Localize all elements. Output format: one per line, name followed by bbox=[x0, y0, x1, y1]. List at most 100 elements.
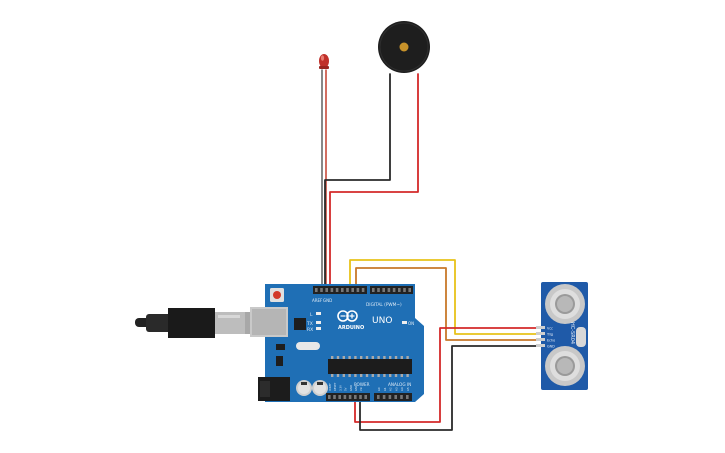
led-icon[interactable] bbox=[319, 54, 329, 69]
digital-pin[interactable] bbox=[320, 288, 323, 292]
wires bbox=[321, 69, 545, 431]
chip-leg bbox=[365, 374, 369, 377]
power-pin[interactable] bbox=[364, 395, 367, 399]
chip-leg bbox=[342, 374, 345, 377]
chip-leg bbox=[389, 356, 392, 359]
sensor-gnd-wire[interactable] bbox=[359, 345, 545, 431]
power-pin[interactable] bbox=[354, 395, 357, 399]
analog-pin[interactable] bbox=[388, 395, 392, 399]
sensor-trig-wire[interactable] bbox=[349, 259, 545, 335]
digital-pin[interactable] bbox=[325, 288, 328, 292]
power-pin[interactable] bbox=[348, 395, 352, 399]
rx-label: RX bbox=[307, 327, 313, 333]
microcontroller-chip bbox=[328, 359, 412, 374]
usb-cable-icon[interactable] bbox=[135, 308, 251, 338]
sensor-model-label: HC-SR04 bbox=[569, 322, 575, 344]
digital-header-right bbox=[370, 286, 413, 294]
sensor-echo-wire[interactable] bbox=[355, 267, 545, 341]
sensor-vcc-wire[interactable] bbox=[354, 327, 545, 423]
analog-pin[interactable] bbox=[382, 395, 386, 399]
digital-pin[interactable] bbox=[341, 288, 344, 292]
analog-pin-label: A4 bbox=[400, 387, 404, 391]
power-pin-label: GND bbox=[349, 385, 353, 391]
digital-pin[interactable] bbox=[408, 288, 411, 292]
chip-leg bbox=[336, 374, 340, 377]
digital-pin[interactable] bbox=[382, 288, 385, 292]
sensor-transmitter bbox=[545, 284, 585, 324]
l-label: L bbox=[310, 312, 313, 318]
power-pin[interactable] bbox=[338, 395, 341, 399]
analog-pin-label: A5 bbox=[406, 387, 410, 391]
chip-leg bbox=[400, 374, 403, 377]
chip-leg bbox=[365, 356, 369, 359]
chip-leg bbox=[389, 374, 392, 377]
chip-leg bbox=[348, 356, 351, 359]
analog-pin-label: A1 bbox=[383, 387, 387, 391]
chip-leg bbox=[394, 356, 398, 359]
on-label: ON bbox=[408, 321, 414, 326]
digital-pin[interactable] bbox=[315, 288, 318, 292]
sensor-header bbox=[536, 326, 545, 347]
analog-pin[interactable] bbox=[400, 395, 403, 399]
arduino-uno-board[interactable]: AREF GND DIGITAL (PWM~) L TX RX ARDUINO … bbox=[250, 284, 424, 402]
digital-pin[interactable] bbox=[351, 288, 354, 292]
power-pin[interactable] bbox=[333, 395, 336, 399]
sensor-pin-label: Vcc bbox=[547, 327, 553, 331]
chip-leg bbox=[348, 374, 351, 377]
analog-pin[interactable] bbox=[406, 395, 409, 399]
digital-pin[interactable] bbox=[398, 288, 401, 292]
digital-header-left bbox=[313, 286, 367, 294]
chip-leg bbox=[371, 356, 374, 359]
power-pin[interactable] bbox=[359, 395, 362, 399]
digital-pin[interactable] bbox=[377, 288, 380, 292]
analog-header bbox=[374, 393, 412, 401]
sensor-pin-label: GND bbox=[547, 345, 555, 349]
usb-chip bbox=[294, 318, 306, 330]
sensor-pin-label: Echo bbox=[547, 339, 555, 343]
digital-pin[interactable] bbox=[346, 288, 349, 292]
brand-label: ARDUINO bbox=[338, 325, 364, 331]
chip-leg bbox=[331, 374, 334, 377]
chip-leg bbox=[371, 374, 374, 377]
buzzer-icon[interactable] bbox=[378, 21, 430, 73]
digital-pin[interactable] bbox=[356, 288, 360, 292]
digital-pin[interactable] bbox=[372, 288, 375, 292]
power-pin-label: IOREF bbox=[328, 383, 332, 391]
buzzer-ground-wire[interactable] bbox=[324, 73, 391, 293]
digital-pin[interactable] bbox=[361, 288, 365, 292]
analog-pin-label: A3 bbox=[394, 387, 398, 391]
analog-pin[interactable] bbox=[377, 395, 380, 399]
digital-pins bbox=[315, 288, 411, 292]
digital-pin[interactable] bbox=[330, 288, 334, 292]
digital-pin[interactable] bbox=[335, 288, 339, 292]
chip-leg bbox=[360, 356, 363, 359]
chip-leg bbox=[377, 374, 380, 377]
chip-leg bbox=[400, 356, 403, 359]
power-pin[interactable] bbox=[343, 395, 347, 399]
power-pin-label: 5V bbox=[344, 387, 348, 391]
analog-pin[interactable] bbox=[394, 395, 397, 399]
power-pin[interactable] bbox=[328, 395, 331, 399]
digital-pin[interactable] bbox=[392, 288, 396, 292]
reset-button[interactable] bbox=[273, 291, 281, 299]
crystal bbox=[296, 342, 320, 350]
power-label: POWER bbox=[354, 382, 370, 387]
arduino-logo-icon bbox=[337, 310, 358, 322]
chip-leg bbox=[394, 374, 398, 377]
chip-leg bbox=[331, 356, 334, 359]
capacitors bbox=[296, 380, 328, 396]
digital-label: DIGITAL (PWM~) bbox=[366, 302, 402, 308]
aref-label: AREF bbox=[312, 298, 323, 303]
chip-leg bbox=[354, 356, 357, 359]
digital-pin[interactable] bbox=[403, 288, 406, 292]
buzzer-signal-wire[interactable] bbox=[329, 73, 419, 293]
power-header bbox=[326, 393, 370, 401]
power-pin-label: RESET bbox=[333, 382, 337, 391]
gnd-label: GND bbox=[323, 298, 332, 303]
chip-leg bbox=[383, 356, 386, 359]
analog-pin-label: A2 bbox=[389, 387, 393, 391]
digital-pin[interactable] bbox=[387, 288, 391, 292]
analog-pin-label: A0 bbox=[377, 387, 381, 391]
